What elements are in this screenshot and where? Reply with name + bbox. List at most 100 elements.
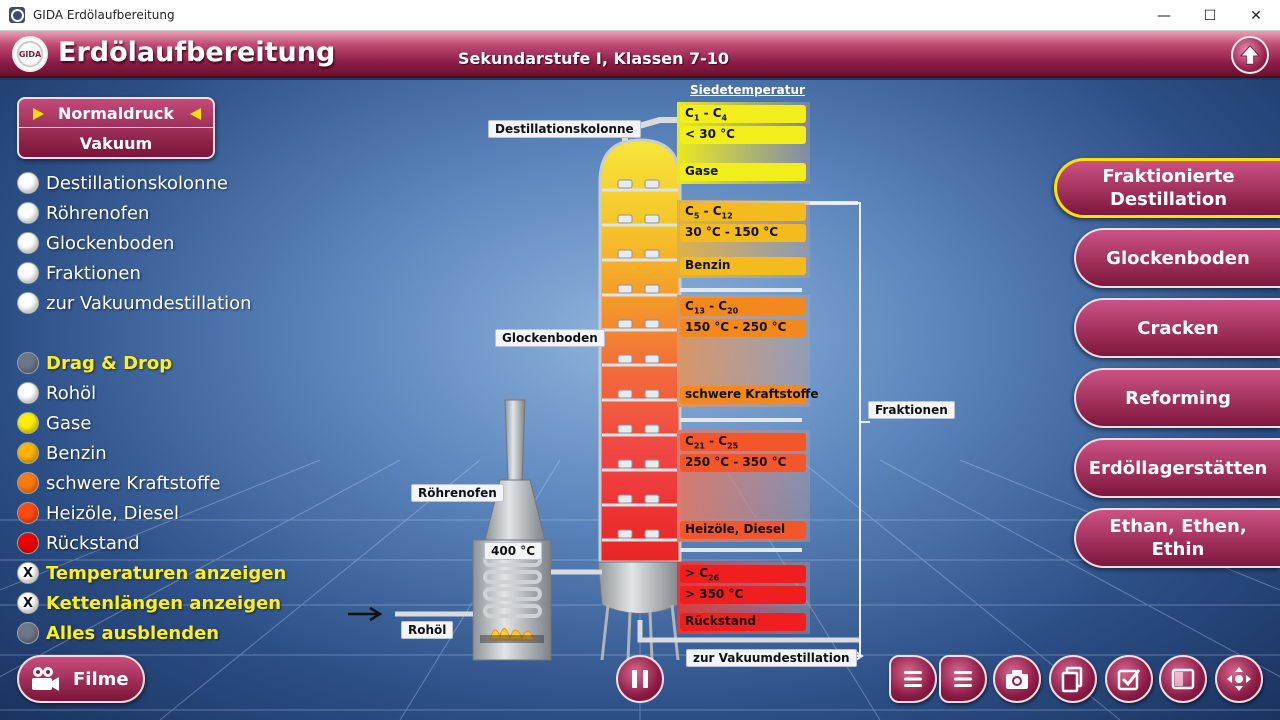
window-titlebar: GIDA Erdölaufbereitung — ☐ ✕: [0, 0, 1280, 31]
toolbar-button[interactable]: [1159, 655, 1207, 703]
toggle-radio-icon[interactable]: [17, 232, 39, 254]
temperature-label: < 30 °C: [680, 126, 806, 144]
boiling-temperature-heading: Siedetemperatur: [690, 83, 805, 97]
normal-pressure-button[interactable]: Normaldruck: [19, 99, 213, 128]
legend-color-dot-icon[interactable]: [17, 412, 39, 434]
legend-label: Rückstand: [46, 532, 140, 554]
toggle-item[interactable]: Röhrenofen: [17, 198, 252, 228]
chain-start: 5: [693, 211, 700, 221]
toggle-radio-icon[interactable]: [17, 292, 39, 314]
legend-label: Heizöle, Diesel: [46, 502, 179, 524]
legend-item[interactable]: schwere Kraftstoffe: [17, 468, 286, 498]
films-button[interactable]: Filme: [17, 655, 145, 703]
legend-label: Kettenlängen anzeigen: [46, 592, 282, 614]
fraction-name-label: Rückstand: [680, 613, 806, 631]
toggle-item[interactable]: zur Vakuumdestillation: [17, 288, 252, 318]
legend-item[interactable]: Heizöle, Diesel: [17, 498, 286, 528]
gida-logo: GIDA: [12, 36, 48, 72]
checkbox-icon: [1117, 669, 1141, 691]
legend-item[interactable]: Rückstand: [17, 528, 286, 558]
page-subtitle: Sekundarstufe I, Klassen 7-10: [458, 49, 730, 68]
toolbar-button[interactable]: [1215, 655, 1263, 703]
legend-label: Benzin: [46, 442, 107, 464]
nav-button[interactable]: Erdöllagerstätten: [1074, 438, 1280, 498]
nav-button[interactable]: Fraktionierte Destillation: [1054, 158, 1280, 218]
label-crude-oil: Rohöl: [401, 621, 454, 639]
legend-label: Gase: [46, 412, 92, 434]
toolbar-button[interactable]: [1105, 655, 1153, 703]
legend-label: Alles ausblenden: [46, 622, 220, 644]
chain-prefix: C: [685, 299, 694, 313]
toggle-item[interactable]: Fraktionen: [17, 258, 252, 288]
nav-button[interactable]: Glockenboden: [1074, 228, 1280, 288]
legend-item[interactable]: Gase: [17, 408, 286, 438]
chain-prefix: C: [685, 204, 694, 218]
chain-prefix: > C: [685, 566, 709, 580]
chain-start: 26: [708, 573, 720, 583]
temperature-label: 150 °C - 250 °C: [680, 319, 806, 337]
chain-length-label: C1 - C4: [680, 105, 806, 123]
legend-color-dot-icon[interactable]: [17, 502, 39, 524]
menu-list-icon: [954, 671, 972, 687]
legend-color-dot-icon[interactable]: [17, 472, 39, 494]
pause-button[interactable]: [616, 655, 664, 703]
toggle-radio-icon[interactable]: [17, 262, 39, 284]
legend-color-dot-icon[interactable]: [17, 352, 39, 374]
app-header: GIDA Erdölaufbereitung Sekundarstufe I, …: [0, 31, 1280, 78]
chain-prefix: C: [685, 106, 694, 120]
home-up-button[interactable]: [1231, 36, 1269, 74]
toolbar-button[interactable]: [939, 655, 987, 703]
chain-length-label: C21 - C25: [680, 433, 806, 451]
close-button[interactable]: ✕: [1250, 7, 1262, 24]
label-bubble-cap-tray: Glockenboden: [495, 329, 605, 347]
vacuum-button[interactable]: Vakuum: [79, 134, 153, 153]
legend-color-dot-icon[interactable]: [17, 622, 39, 644]
legend-item[interactable]: Benzin: [17, 438, 286, 468]
legend-label: Rohöl: [46, 382, 97, 404]
temperature-label: 30 °C - 150 °C: [680, 224, 806, 242]
window-icon: [1171, 668, 1195, 690]
legend-item[interactable]: X Kettenlängen anzeigen: [17, 588, 286, 618]
toolbar-button[interactable]: [889, 655, 937, 703]
camera-icon: [1006, 670, 1028, 689]
nav-button[interactable]: Ethan, Ethen, Ethin: [1074, 508, 1280, 568]
legend-color-dot-icon[interactable]: [17, 442, 39, 464]
minimize-button[interactable]: —: [1157, 7, 1171, 24]
toggle-label: Glockenboden: [46, 232, 175, 254]
toggle-radio-icon[interactable]: [17, 172, 39, 194]
toggle-item[interactable]: Glockenboden: [17, 228, 252, 258]
fraction-name-label: Heizöle, Diesel: [680, 521, 806, 539]
app-icon: [9, 7, 25, 23]
legend-color-dot-icon[interactable]: X: [17, 562, 39, 584]
legend-color-dot-icon[interactable]: X: [17, 592, 39, 614]
distillation-column-illustration: [348, 117, 870, 661]
legend-color-dot-icon[interactable]: [17, 382, 39, 404]
arrow-left-icon: [190, 108, 201, 120]
toggle-item[interactable]: Destillationskolonne: [17, 168, 252, 198]
chain-length-label: C5 - C12: [680, 203, 806, 221]
toggle-radio-icon[interactable]: [17, 202, 39, 224]
legend-item[interactable]: Drag & Drop: [17, 348, 286, 378]
legend-item[interactable]: Alles ausblenden: [17, 618, 286, 648]
legend-item[interactable]: Rohöl: [17, 378, 286, 408]
toggle-label: zur Vakuumdestillation: [46, 292, 252, 314]
toolbar-button[interactable]: [1049, 655, 1097, 703]
nav-button[interactable]: Cracken: [1074, 298, 1280, 358]
toggle-label: Röhrenofen: [46, 202, 150, 224]
chain-length-label: C13 - C20: [680, 298, 806, 316]
legend-color-dot-icon[interactable]: [17, 532, 39, 554]
chain-separator: - C: [699, 106, 722, 120]
menu-list-icon: [904, 671, 922, 687]
film-camera-icon: [32, 667, 59, 691]
legend-label: schwere Kraftstoffe: [46, 472, 221, 494]
nav-button[interactable]: Reforming: [1074, 368, 1280, 428]
chain-separator: - C: [699, 204, 722, 218]
page-title: Erdölaufbereitung: [58, 37, 336, 68]
maximize-button[interactable]: ☐: [1203, 7, 1217, 24]
toolbar-button[interactable]: [993, 655, 1041, 703]
